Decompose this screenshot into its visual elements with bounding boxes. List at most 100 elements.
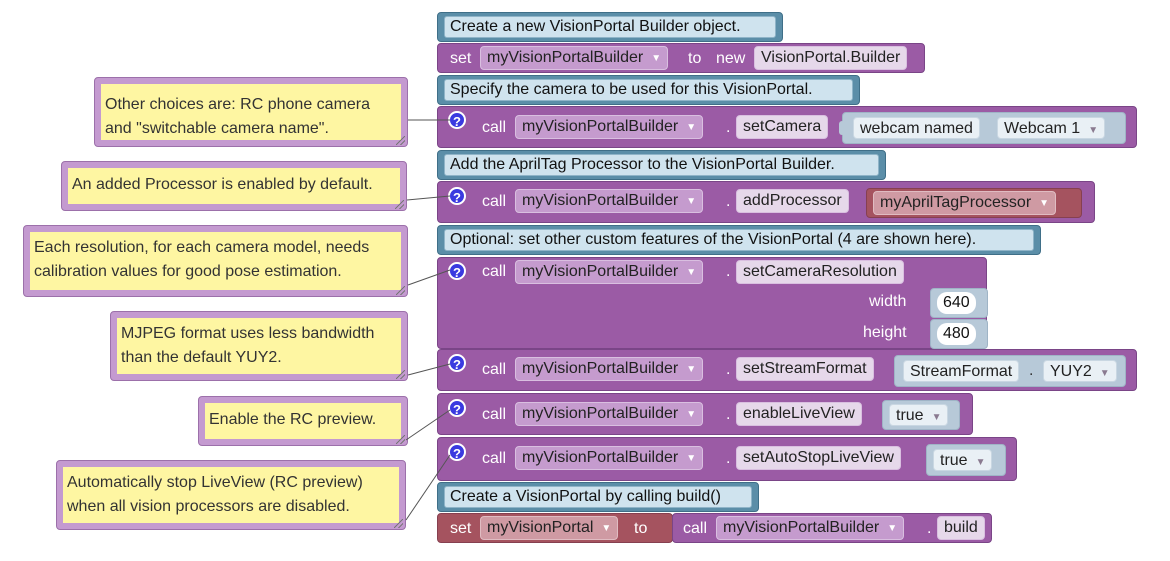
auto-stop-dropdown[interactable]: true▼ [933,449,993,471]
help-icon[interactable]: ? [448,354,466,372]
apriltag-processor-dropdown[interactable]: myAprilTagProcessor▼ [873,191,1057,215]
help-icon[interactable]: ? [448,187,466,205]
comment-create-portal[interactable]: Create a VisionPortal by calling build() [437,482,759,512]
comment-text[interactable]: Optional: set other custom features of t… [444,229,1034,251]
note-enable-preview[interactable]: Enable the RC preview. [198,396,408,446]
note-text: Enable the RC preview. [209,411,377,428]
note-text: Each resolution, for each camera model, … [34,239,370,256]
note-text: MJPEG format uses less bandwidth [121,325,375,342]
stream-format-slot[interactable]: StreamFormat . YUY2▼ [894,355,1126,387]
dropdown-arrow-icon: ▼ [686,452,697,464]
dropdown-arrow-icon: ▼ [686,408,697,420]
dropdown-arrow-icon: ▼ [651,52,662,64]
dot-separator: . [1029,362,1034,379]
dropdown-arrow-icon: ▼ [686,195,697,207]
input-connector [839,121,845,135]
help-icon[interactable]: ? [448,262,466,280]
webcam-dropdown[interactable]: Webcam 1▼ [997,117,1106,139]
enable-live-view-block[interactable]: ? call myVisionPortalBuilder▼ . enableLi… [437,393,973,435]
dot-separator: . [726,450,731,467]
help-icon[interactable]: ? [448,111,466,129]
builder-variable-dropdown[interactable]: myVisionPortalBuilder▼ [515,446,704,470]
resize-handle-icon[interactable] [395,200,404,209]
note-camera-choices[interactable]: Other choices are: RC phone camera and "… [94,77,408,147]
builder-variable-dropdown[interactable]: myVisionPortalBuilder▼ [515,260,704,284]
help-icon[interactable]: ? [448,443,466,461]
method-name-chip: addProcessor [736,189,849,213]
live-view-slot[interactable]: true▼ [882,400,960,430]
portal-variable-dropdown[interactable]: myVisionPortal▼ [480,516,619,540]
live-view-dropdown[interactable]: true▼ [889,404,949,426]
help-icon[interactable]: ? [448,399,466,417]
set-vision-portal-block[interactable]: set myVisionPortal▼ to [437,513,673,543]
note-text: Automatically stop LiveView (RC preview) [67,474,363,491]
comment-optional-features[interactable]: Optional: set other custom features of t… [437,225,1041,255]
new-builder-constructor[interactable]: VisionPortal.Builder [754,46,908,70]
build-call-block[interactable]: call myVisionPortalBuilder▼ . build [672,513,992,543]
dropdown-arrow-icon: ▼ [931,412,942,423]
note-mjpeg-format[interactable]: MJPEG format uses less bandwidth than th… [110,311,408,381]
builder-variable-dropdown[interactable]: myVisionPortalBuilder ▼ [480,46,669,70]
method-name-chip: build [937,516,985,540]
add-processor-block[interactable]: ? call myVisionPortalBuilder▼ . addProce… [437,181,1095,223]
resize-handle-icon[interactable] [396,370,405,379]
call-keyword: call [482,406,507,423]
new-keyword: new [716,50,746,67]
stream-format-dropdown[interactable]: YUY2▼ [1043,360,1117,382]
note-text: and "switchable camera name". [105,120,329,137]
processor-slot[interactable]: myAprilTagProcessor▼ [866,188,1082,218]
dropdown-arrow-icon: ▼ [1088,125,1099,136]
call-keyword: call [482,193,507,210]
builder-variable-dropdown[interactable]: myVisionPortalBuilder▼ [515,115,704,139]
set-camera-block[interactable]: ? call myVisionPortalBuilder▼ . setCamer… [437,106,1137,148]
call-keyword: call [482,450,507,467]
height-value[interactable]: 480 [937,323,976,345]
auto-stop-slot[interactable]: true▼ [926,444,1006,476]
method-name-chip: setStreamFormat [736,357,874,381]
note-text: than the default YUY2. [121,349,282,366]
comment-text[interactable]: Add the AprilTag Processor to the Vision… [444,154,879,176]
variable-name: myVisionPortalBuilder [487,49,644,66]
dropdown-arrow-icon: ▼ [601,522,612,534]
set-camera-resolution-block[interactable]: ? call myVisionPortalBuilder▼ . setCamer… [437,257,988,349]
call-keyword: call [482,119,507,136]
note-auto-stop-liveview[interactable]: Automatically stop LiveView (RC preview)… [56,460,406,530]
set-builder-block[interactable]: set myVisionPortalBuilder▼ to new Vision… [437,43,925,73]
builder-variable-dropdown[interactable]: myVisionPortalBuilder▼ [716,516,905,540]
resize-handle-icon[interactable] [396,286,405,295]
height-label: height [863,324,907,341]
stream-format-label: StreamFormat [903,360,1020,382]
resize-handle-icon[interactable] [394,519,403,528]
comment-add-apriltag[interactable]: Add the AprilTag Processor to the Vision… [437,150,886,180]
comment-specify-camera[interactable]: Specify the camera to be used for this V… [437,75,860,105]
builder-variable-dropdown[interactable]: myVisionPortalBuilder▼ [515,189,704,213]
width-value[interactable]: 640 [937,292,976,314]
resize-handle-icon[interactable] [396,435,405,444]
dot-separator: . [726,263,731,280]
comment-text[interactable]: Specify the camera to be used for this V… [444,79,853,101]
method-name-chip: setCamera [736,115,829,139]
set-stream-format-block[interactable]: ? call myVisionPortalBuilder▼ . setStrea… [437,349,1137,391]
comment-text[interactable]: Create a new VisionPortal Builder object… [444,16,776,38]
set-auto-stop-live-view-block[interactable]: ? call myVisionPortalBuilder▼ . setAutoS… [437,437,1017,481]
comment-text[interactable]: Create a VisionPortal by calling build() [444,486,752,508]
dot-separator: . [726,193,731,210]
width-label: width [869,293,907,310]
webcam-slot[interactable]: webcam named Webcam 1▼ [839,112,1126,144]
call-keyword: call [482,361,507,378]
dropdown-arrow-icon: ▼ [975,457,986,468]
height-slot[interactable]: 480 [930,319,988,349]
dot-separator: . [726,119,731,136]
builder-variable-dropdown[interactable]: myVisionPortalBuilder▼ [515,402,704,426]
resize-handle-icon[interactable] [396,136,405,145]
width-slot[interactable]: 640 [930,288,988,318]
to-keyword: to [688,50,702,67]
dot-separator: . [726,361,731,378]
call-keyword: call [482,263,507,280]
builder-variable-dropdown[interactable]: myVisionPortalBuilder▼ [515,357,704,381]
note-resolution-calibration[interactable]: Each resolution, for each camera model, … [23,225,408,297]
comment-create-builder[interactable]: Create a new VisionPortal Builder object… [437,12,783,42]
note-processor-enabled[interactable]: An added Processor is enabled by default… [61,161,407,211]
note-text: An added Processor is enabled by default… [72,176,373,193]
dropdown-arrow-icon: ▼ [1039,197,1050,209]
